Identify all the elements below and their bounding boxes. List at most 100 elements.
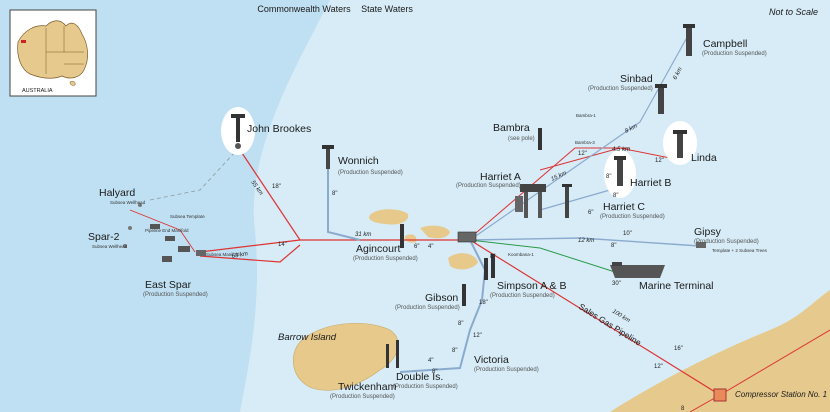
sub-bambra: (see pole) [508,136,535,142]
pipeline-gipsy [469,237,701,247]
label-koombana: Koombana-1 [508,252,534,257]
label-east-spar: East Spar [145,279,192,291]
label-gibson: Gibson [425,292,458,304]
sub-east-spar: (Production Suspended) [143,292,208,298]
facility-john-brookes [221,107,255,155]
dist-w-31km: 31 km [355,232,371,238]
pipeline-east-spar-14 [199,239,301,253]
facility-marine-terminal [610,262,665,278]
label-john-brookes: John Brookes [247,123,311,135]
sub-twickenham: (Production Suspended) [330,394,395,400]
dist-sim-8: 8" [490,254,495,260]
island-north [369,209,409,225]
island-south [448,253,478,270]
label-bambra: Bambra [493,122,530,134]
label-harriet-c: Harriet C [603,201,645,213]
dist-ag-4: 4" [428,244,433,250]
pipeline-dashed [149,151,236,201]
label-bambra3: Bambra-3 [575,140,595,145]
facility-bambra [538,128,542,150]
dist-di-4: 4" [428,358,433,364]
dist-camp-6km: 6 km [672,67,683,81]
sub-gipsy-template: Template + 2 Subsea Trees [712,248,768,253]
dist-g-12km: 12 km [578,238,594,244]
facility-east-spar-templates [123,203,206,262]
dist-sg-16: 16" [674,346,683,352]
sub-gibson: (Production Suspended) [395,305,460,311]
sub-sinbad: (Production Suspended) [588,86,653,92]
sub-spar2: Subsea Wellhead [92,244,128,249]
label-bambra1: Bambra-1 [576,113,596,118]
facility-gibson [462,284,466,306]
label-gipsy: Gipsy [694,226,722,238]
dist-gib-8: 8" [458,321,463,327]
dist-sg-12: 12" [654,364,663,370]
dist-w-8: 8" [332,191,337,197]
barrow-island [293,322,399,391]
sub-harriet-c: (Production Suspended) [600,214,665,220]
facility-compressor-station [713,388,727,402]
not-to-scale-label: Not to Scale [769,7,818,17]
facility-central-hub [457,231,477,243]
dist-sin-8km: 8 km [624,123,638,134]
state-waters-area [240,0,830,412]
facility-gipsy [696,242,706,248]
label-harriet-a: Harriet A [480,171,521,183]
sub-agincourt: (Production Suspended) [353,256,418,262]
dist-es-63km: 63 km [231,251,248,260]
dist-ag-6: 6" [414,244,419,250]
mainland [610,290,830,412]
facility-harriet-b [604,150,636,198]
dist-g-10: 10" [623,231,632,237]
pipeline-victoria [399,239,487,373]
dist-bam-12: 12" [578,151,587,157]
label-simpson: Simpson A & B [497,280,566,292]
pipeline-halyard [129,209,196,253]
pipeline-harriet-b [469,147,630,239]
dist-mt-30: 30" [612,281,621,287]
dist-es-14: 14" [278,242,287,248]
label-agincourt: Agincourt [356,243,400,255]
sub-simpson: (Production Suspended) [490,293,555,299]
facility-linda [663,121,697,165]
pipeline-harriet-c [539,189,611,211]
state-waters-label: State Waters [361,4,413,14]
sub-campbell: (Production Suspended) [702,51,767,57]
commonwealth-waters-area [0,0,330,412]
dist-vic-8: 8" [452,348,457,354]
pipeline-wonnich [327,168,361,241]
label-sinbad: Sinbad [620,73,653,85]
pipeline-sales-gas [469,239,721,396]
dist-linda-45km: 4.5 km [612,147,630,153]
pipelines [129,31,830,412]
island-east [420,225,450,239]
label-twickenham: Twickenham [338,381,397,393]
label-subsea-manifold: Subsea Manifold [206,252,240,257]
dist-hc-6: 6" [588,210,593,216]
label-compressor: Compressor Station No. 1 [735,390,827,399]
sub-halyard: Subsea Wellhead [110,200,146,205]
pipeline-linda [539,147,681,171]
commonwealth-waters-label: Commonwealth Waters [257,4,351,14]
label-barrow-island: Barrow Island [278,332,337,343]
label-pipeline-end: Pipeline End Manifold [145,228,189,233]
inset-country-label: AUSTRALIA [22,88,53,94]
dist-jb-18: 18" [272,184,281,190]
label-linda: Linda [691,152,717,164]
facility-harriet-a [515,184,546,218]
label-harriet-b: Harriet B [630,177,671,189]
label-halyard: Halyard [99,187,135,199]
sub-victoria: (Production Suspended) [474,367,539,373]
dist-linda-12: 12" [655,158,664,164]
dist-sim-18: 18" [479,300,488,306]
pipeline-marine-terminal [469,239,616,273]
dist-di-8: 8" [432,369,437,375]
dist-g-8: 8" [611,243,616,249]
label-spar2: Spar-2 [88,231,120,243]
label-marine-terminal: Marine Terminal [639,280,714,292]
dist-comp-8: 8 [681,406,685,412]
sub-gipsy: (Production Suspended) [694,239,759,245]
facility-double-island [386,340,399,368]
